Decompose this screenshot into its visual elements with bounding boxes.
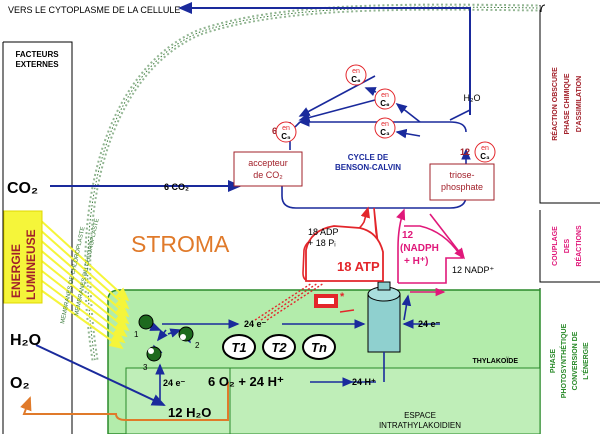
tn-label: Tn [311, 340, 327, 355]
c3b-count: 12 [460, 147, 470, 157]
electron-2: 24 e⁻ [418, 319, 441, 329]
energy-line-2: LUMINEUSE [24, 229, 38, 300]
space-line-1: ESPACE [404, 411, 436, 420]
co2-input-label: 6 CO₂ [164, 182, 189, 192]
coupling-line-1: COUPLAGE [552, 226, 559, 266]
cycle-title-2: BENSON-CALVIN [335, 163, 401, 172]
stroma-label: STROMA [131, 231, 230, 257]
ps-number-1: 1 [134, 330, 139, 339]
dark-line-3: D'ASSIMILATION [576, 76, 583, 132]
oxygen-flow [20, 382, 229, 421]
c3b-top: en [481, 145, 489, 152]
triose-line-1: triose- [449, 170, 474, 180]
nadph-flows [396, 208, 465, 297]
chlorophyll-1 [138, 314, 154, 330]
red-flows: * [254, 206, 384, 321]
acceptor-line-1: accepteur [248, 158, 288, 168]
h-plus-label: + H⁺) [404, 256, 428, 267]
factors-line-2: EXTERNES [15, 60, 59, 69]
nadp-label: 12 NADP⁺ [452, 265, 495, 275]
atp-synthase [367, 281, 401, 353]
cycle-boxes [233, 64, 496, 201]
cycle-title-1: CYCLE DE [348, 153, 389, 162]
co2-label: CO₂ [7, 180, 38, 197]
photo-line-4: L'ÉNERGIE [581, 342, 590, 380]
header-top: VERS LE CYTOPLASME DE LA CELLULE [8, 5, 180, 15]
h2o-cycle-label: H₂O [464, 93, 481, 103]
c6b-top: en [381, 92, 389, 99]
energy-line-1: ENERGIE [9, 244, 23, 298]
coupling-line-3: RÉACTIONS [574, 225, 583, 267]
h2o-label: H₂O [10, 332, 41, 349]
c5-count: 6 [272, 126, 277, 136]
blue-flows [35, 1, 471, 406]
photo-line-1: PHASE [550, 349, 557, 373]
right-panels [539, 4, 600, 434]
c6b-bot: C₆ [380, 99, 390, 108]
c6a-bot: C₆ [351, 75, 361, 84]
acceptor-line-2: de CO₂ [253, 170, 283, 180]
thylakoid-label: THYLAKOÏDE [473, 357, 519, 365]
ps-number-3: 3 [143, 363, 148, 372]
nadph-label: (NADPH [400, 243, 439, 254]
adp-label: 18 ADP [308, 227, 339, 237]
electron-3: 24 e⁻ [163, 378, 186, 388]
dark-line-2: PHASE CHIMIQUE [564, 73, 571, 134]
t1-label: T1 [231, 340, 246, 355]
o2-equation: 6 O₂ + 24 H⁺ [208, 374, 284, 389]
energy-label-bg [4, 211, 42, 303]
photo-line-3: CONVERSION DE [572, 331, 579, 390]
o2-label: O₂ [10, 375, 30, 392]
c3b-bot: C₃ [480, 152, 490, 161]
c5-bot: C₅ [281, 132, 291, 141]
photosystem [138, 314, 194, 362]
c6a-top: en [352, 68, 360, 75]
svg-text:*: * [340, 291, 345, 303]
h-plus-space: 24 H⁺ [352, 377, 376, 387]
c5-top: en [282, 125, 290, 132]
ps-number-2: 2 [195, 341, 200, 350]
c3a-top: en [381, 121, 389, 128]
coupling-line-2: DES [564, 238, 571, 253]
photo-line-2: PHOTOSYNTHÉTIQUE [559, 323, 568, 398]
triose-line-2: phosphate [441, 182, 483, 192]
atp-label: 18 ATP [337, 259, 380, 274]
pi-label: + 18 Pᵢ [308, 238, 336, 248]
space-line-2: INTRATHYLAKOIDIEN [379, 421, 461, 430]
electron-1: 24 e⁻ [244, 319, 267, 329]
t2-label: T2 [271, 340, 287, 355]
transport-chain [222, 334, 336, 360]
thylakoid-region [107, 289, 541, 434]
nadph-count: 12 [402, 230, 414, 241]
c3a-bot: C₃ [380, 128, 390, 137]
sunlight-rays [37, 217, 130, 350]
factors-line-1: FACTEURS [15, 50, 59, 59]
water-label: 12 H₂O [168, 405, 211, 420]
dark-line-1: RÉACTION OBSCURE [550, 67, 559, 141]
text-layer: VERS LE CYTOPLASME DE LA CELLULE FACTEUR… [7, 5, 590, 430]
